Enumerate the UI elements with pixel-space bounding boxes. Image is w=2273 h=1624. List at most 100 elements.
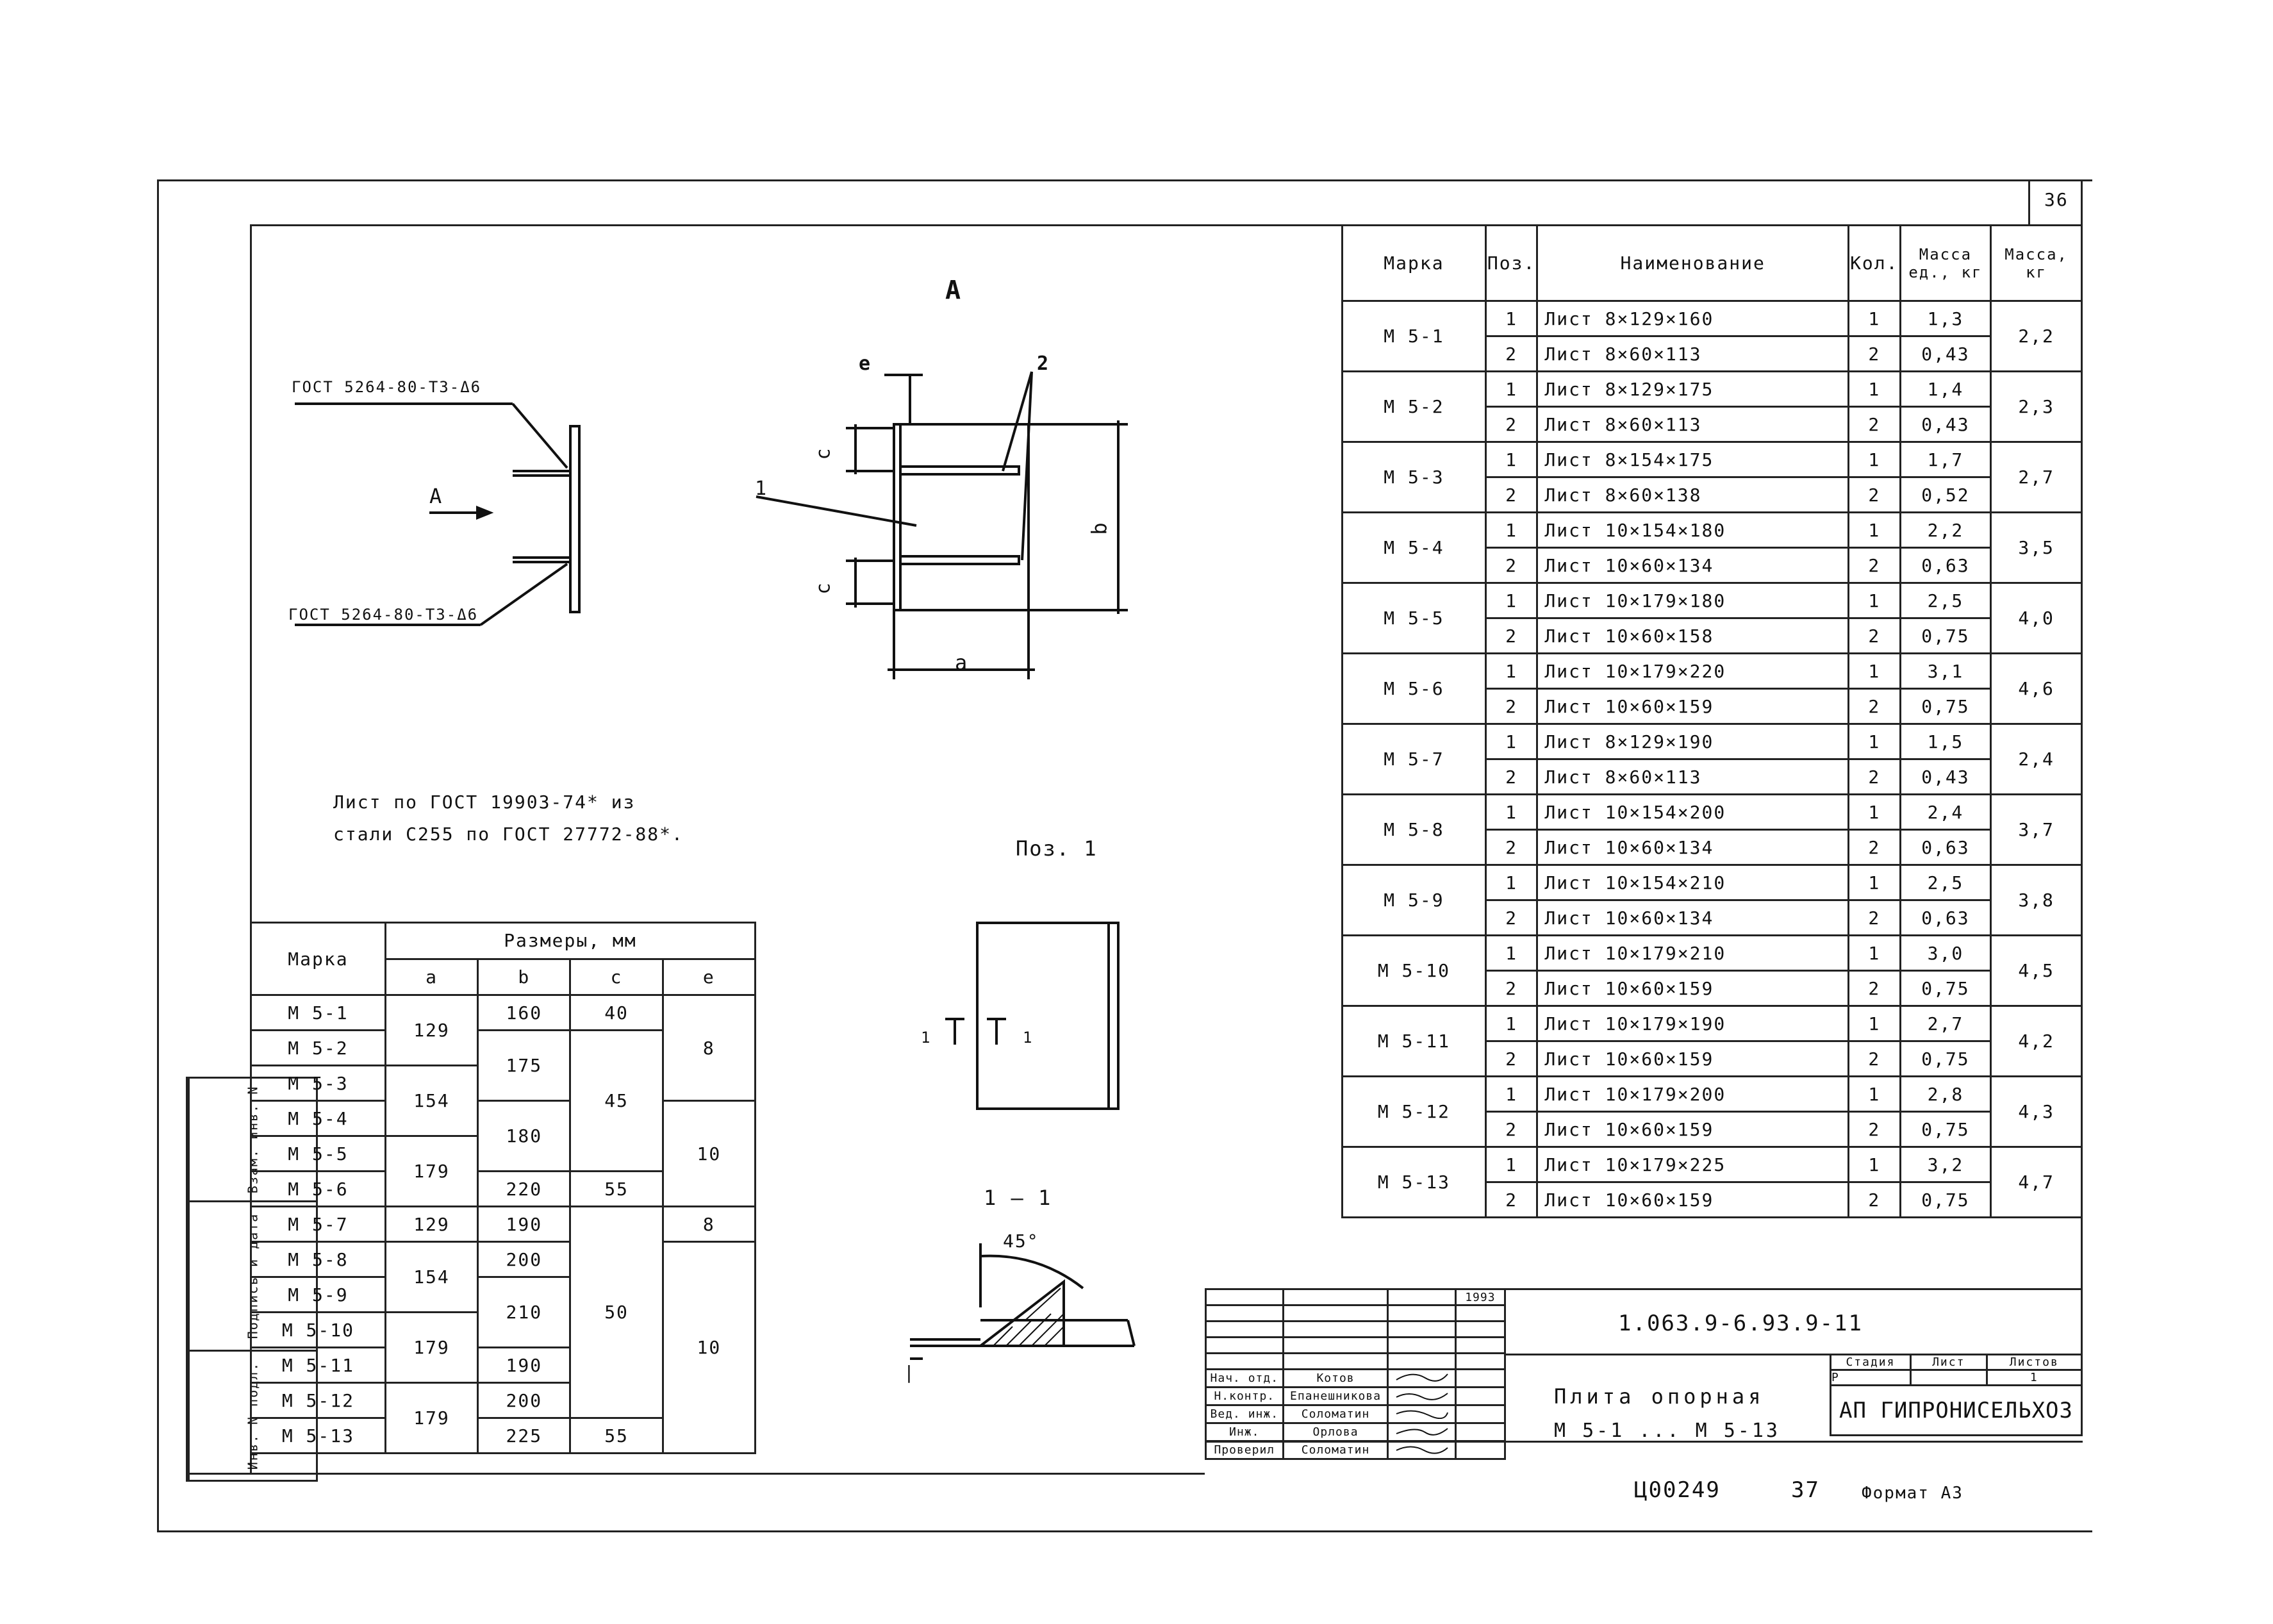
spec-qty: 1	[1847, 793, 1901, 831]
spec-name: Лист 10×60×134	[1536, 829, 1850, 866]
spec-name: Лист 8×60×138	[1536, 476, 1850, 513]
dim-b-label: b	[1087, 521, 1112, 535]
spec-qty: 1	[1847, 1075, 1901, 1113]
inner-frame-top	[250, 224, 2083, 226]
dim-c: 45	[569, 1029, 664, 1172]
spec-pos: 1	[1484, 441, 1539, 478]
specification-table: Марка Поз. Наименование Кол. Масса ед., …	[1341, 224, 2083, 1218]
spec-name: Лист 8×154×175	[1536, 441, 1850, 478]
spec-header-mark: Марка	[1341, 224, 1487, 302]
tb-stage: Р	[1830, 1369, 1912, 1386]
spec-name: Лист 10×60×159	[1536, 688, 1850, 725]
spec-mass: 3,8	[1990, 864, 2083, 936]
spec-name: Лист 10×179×180	[1536, 582, 1850, 619]
tb-archive-page: 37	[1791, 1477, 1820, 1503]
front-view-rib-bottom	[899, 555, 1020, 565]
spec-pos: 2	[1484, 1111, 1539, 1148]
spec-qty: 1	[1847, 1146, 1901, 1183]
spec-qty: 2	[1847, 476, 1901, 513]
tb-org: АП ГИПРОНИСЕЛЬХОЗ	[1830, 1384, 2083, 1436]
spec-unit-mass: 2,2	[1899, 511, 1992, 549]
spec-mass: 2,2	[1990, 300, 2083, 372]
dim-mark: М 5-7	[250, 1206, 386, 1243]
spec-unit-mass: 0,63	[1899, 829, 1992, 866]
tb-sheets: 1	[1985, 1369, 2083, 1386]
dim-a: 179	[384, 1382, 479, 1454]
spec-header-name: Наименование	[1536, 224, 1850, 302]
spec-mark: М 5-11	[1341, 1005, 1487, 1077]
spec-name: Лист 8×129×190	[1536, 723, 1850, 760]
side-view-plate	[569, 425, 581, 613]
spec-qty: 1	[1847, 441, 1901, 478]
view-arrow-label: A	[429, 484, 443, 508]
tb-title1: Плита опорная	[1554, 1384, 1765, 1409]
tb-code: 1.063.9-6.93.9-11	[1618, 1311, 1863, 1336]
spec-qty: 2	[1847, 758, 1901, 795]
dim-mark: М 5-6	[250, 1170, 386, 1207]
spec-unit-mass: 1,3	[1899, 300, 1992, 337]
spec-name: Лист 10×154×200	[1536, 793, 1850, 831]
spec-unit-mass: 0,43	[1899, 406, 1992, 443]
dim-b: 190	[477, 1206, 572, 1243]
spec-unit-mass: 2,5	[1899, 864, 1992, 901]
spec-pos: 2	[1484, 829, 1539, 866]
dim-header-sizes: Размеры, мм	[384, 922, 757, 960]
spec-unit-mass: 0,52	[1899, 476, 1992, 513]
sheet-number-box-left	[2028, 179, 2030, 224]
spec-mark: М 5-13	[1341, 1146, 1487, 1218]
dim-b: 190	[477, 1346, 572, 1384]
spec-pos: 2	[1484, 617, 1539, 654]
tb-name: Соломатин	[1282, 1440, 1389, 1460]
dim-a: 179	[384, 1135, 479, 1207]
dim-mark: М 5-9	[250, 1276, 386, 1313]
dim-c-top-label: c	[812, 447, 835, 460]
inner-frame-right	[2081, 179, 2083, 1384]
tb-role: Вед. инж.	[1205, 1404, 1284, 1424]
spec-header-unit-mass: Масса ед., кг	[1899, 224, 1992, 302]
spec-qty: 1	[1847, 511, 1901, 549]
spec-pos: 1	[1484, 1005, 1539, 1042]
dim-mark: М 5-10	[250, 1311, 386, 1348]
pos2-leader-b	[1021, 371, 1033, 561]
spec-mass: 4,3	[1990, 1075, 2083, 1148]
spec-name: Лист 10×179×225	[1536, 1146, 1850, 1183]
spec-qty: 2	[1847, 335, 1901, 372]
weld-note-top: ГОСТ 5264-80-Т3-Δ6	[292, 378, 482, 396]
pos1-section-right: 1	[1023, 1029, 1034, 1047]
pos1-title: Поз. 1	[1016, 836, 1098, 861]
spec-pos: 1	[1484, 934, 1539, 972]
spec-mark: М 5-2	[1341, 370, 1487, 443]
view-a-drawing	[295, 371, 1136, 1360]
dim-c: 40	[569, 994, 664, 1031]
spec-mass: 3,5	[1990, 511, 2083, 584]
outer-frame-left	[157, 179, 159, 1532]
spec-qty: 2	[1847, 406, 1901, 443]
spec-pos: 2	[1484, 899, 1539, 936]
tb-archive: Ц00249	[1634, 1477, 1721, 1503]
spec-name: Лист 8×60×113	[1536, 758, 1850, 795]
spec-header-pos: Поз.	[1484, 224, 1539, 302]
dim-c-bottom-label: c	[812, 581, 835, 595]
outer-frame-top	[157, 179, 2092, 181]
spec-mass: 4,6	[1990, 652, 2083, 725]
dim-e: 10	[661, 1241, 757, 1454]
dim-mark: М 5-4	[250, 1100, 386, 1137]
spec-name: Лист 10×179×200	[1536, 1075, 1850, 1113]
spec-mass: 2,7	[1990, 441, 2083, 513]
dim-e: 8	[661, 1206, 757, 1243]
dim-col-b: b	[477, 957, 572, 996]
dim-col-c: c	[569, 957, 664, 996]
